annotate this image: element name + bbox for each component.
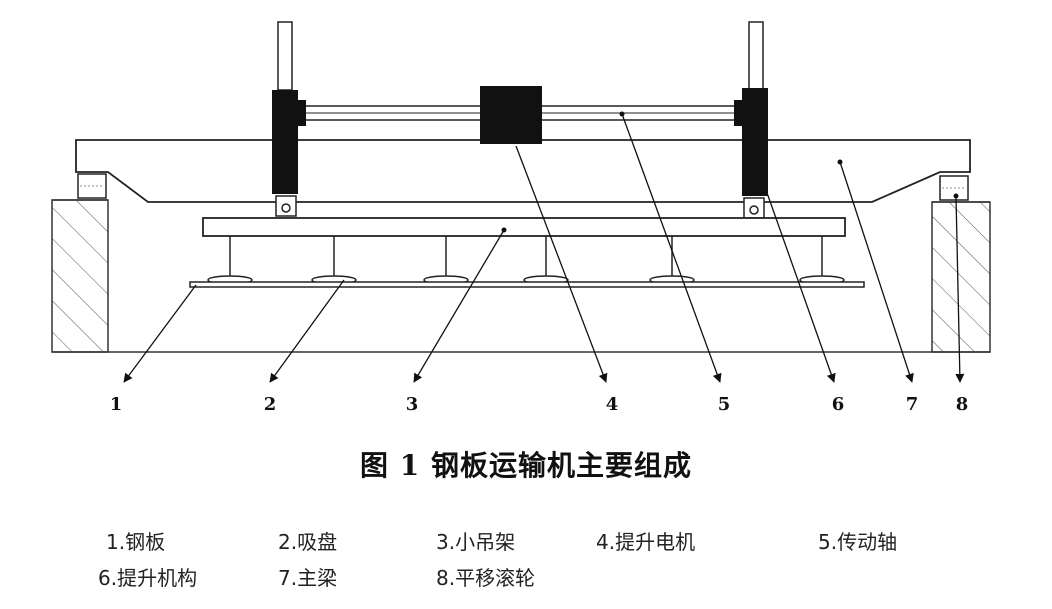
figure-caption: 图 1 钢板运输机主要组成 bbox=[360, 449, 692, 482]
left-hook bbox=[275, 195, 297, 217]
part-label-1: 1 bbox=[110, 394, 123, 415]
part-label-6: 6 bbox=[832, 394, 845, 415]
right-wall bbox=[931, 201, 991, 353]
leader-dots bbox=[501, 111, 959, 233]
leader-lines bbox=[123, 113, 965, 383]
legend-item-lift-mechanism: 6.提升机构 bbox=[98, 566, 198, 590]
legend-item-main-beam: 7.主梁 bbox=[278, 566, 338, 590]
part-label-8: 8 bbox=[956, 394, 969, 415]
right-lift-mechanism bbox=[734, 88, 768, 196]
steel-plate bbox=[189, 281, 865, 288]
legend-item-suction-cup: 2.吸盘 bbox=[278, 530, 338, 554]
right-lift-rod bbox=[748, 21, 764, 91]
part-label-5: 5 bbox=[718, 394, 731, 415]
legend-item-small-hanger: 3.小吊架 bbox=[436, 530, 516, 554]
part-label-2: 2 bbox=[264, 394, 277, 415]
right-hook bbox=[743, 197, 765, 219]
suction-cups bbox=[207, 236, 845, 285]
left-lift-rod bbox=[277, 21, 293, 91]
legend-item-drive-shaft: 5.传动轴 bbox=[818, 530, 898, 554]
part-label-3: 3 bbox=[406, 394, 419, 415]
part-label-4: 4 bbox=[606, 394, 619, 415]
legend-item-lift-motor: 4.提升电机 bbox=[596, 530, 696, 554]
main-beam bbox=[75, 139, 971, 203]
conveyor-diagram: 1 2 3 4 5 6 7 8 bbox=[51, 21, 991, 415]
part-label-7: 7 bbox=[906, 394, 919, 415]
legend-item-roller: 8.平移滚轮 bbox=[436, 566, 536, 590]
legend-item-steel-plate: 1.钢板 bbox=[106, 530, 166, 554]
small-hanger-frame bbox=[202, 217, 846, 237]
left-lift-mechanism bbox=[272, 90, 306, 194]
left-roller bbox=[77, 173, 107, 199]
lift-motor bbox=[480, 86, 542, 144]
left-wall bbox=[51, 199, 109, 353]
